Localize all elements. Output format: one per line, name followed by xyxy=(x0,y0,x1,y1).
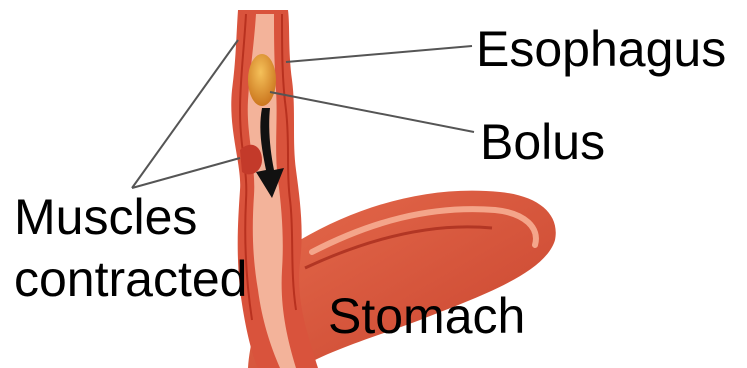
bolus-label: Bolus xyxy=(480,115,605,169)
esophagus-leader xyxy=(286,46,472,62)
bolus-leader xyxy=(270,92,474,132)
muscles-leader-upper xyxy=(132,40,238,188)
muscles-contracted-label-line2: contracted xyxy=(14,252,247,306)
bolus-shape xyxy=(248,54,276,106)
muscles-leader-lower xyxy=(132,158,240,188)
esophagus-label: Esophagus xyxy=(476,22,726,76)
stomach-label: Stomach xyxy=(328,289,525,343)
muscles-contracted-label-line1: Muscles xyxy=(14,190,197,244)
